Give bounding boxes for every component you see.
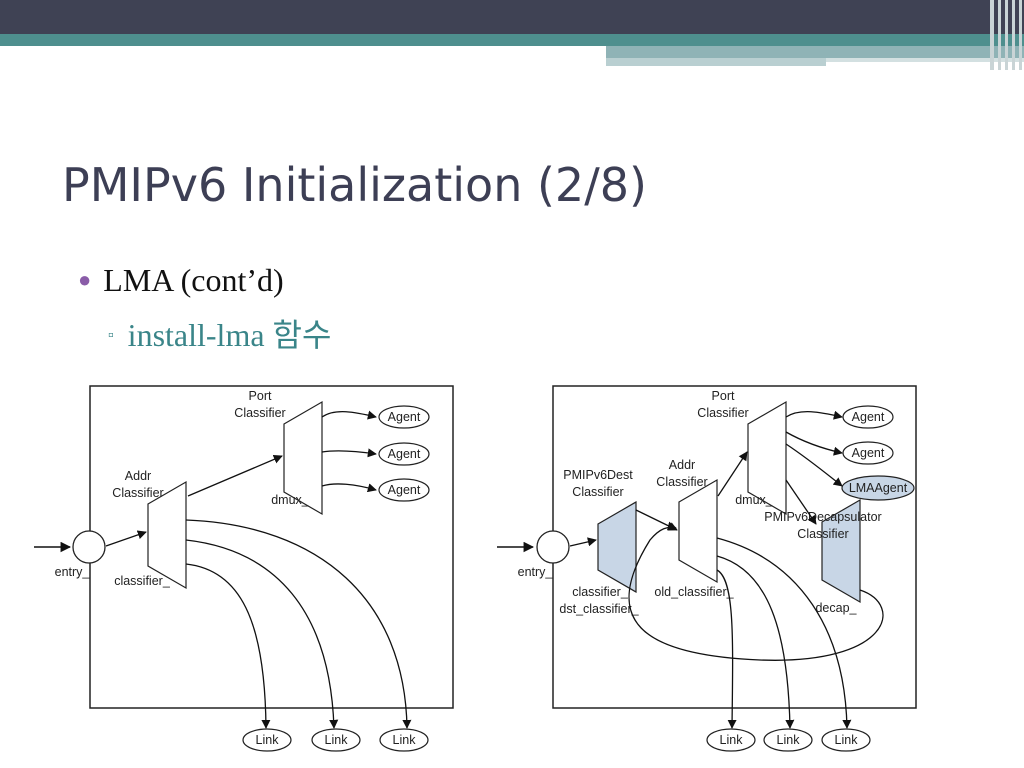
left-agent-3: [378, 478, 430, 502]
left-classifier-label: classifier_: [114, 574, 171, 588]
bullet-item: ● LMA (cont’d): [78, 262, 284, 299]
left-link-2-label: Link: [325, 733, 349, 747]
left-addr-classifier: [147, 480, 187, 590]
left-agent-2-label: Agent: [388, 447, 421, 461]
right-dest-classifier: [597, 500, 637, 594]
right-decap-output-label: decap_: [815, 601, 857, 615]
right-old-classifier-label: old_classifier_: [654, 585, 734, 599]
right-agent-2: [842, 441, 894, 465]
slide-title: PMIPv6 Initialization (2/8): [62, 158, 647, 212]
right-diagram: Port Classifier dmux_ Addr Classifier ol…: [497, 385, 917, 752]
left-agent-2: [378, 442, 430, 466]
right-lmaagent-label: LMAAgent: [849, 481, 908, 495]
square-bullet-icon: ▫: [108, 327, 114, 344]
right-addr-label-1: Addr: [669, 458, 695, 472]
lma-node-diagrams: Port Classifier dmux_ Addr Classifier cl…: [34, 385, 917, 752]
right-addr-label-2: Classifier: [656, 475, 707, 489]
bullet-dot-icon: ●: [78, 267, 92, 292]
left-dmux-label: dmux_: [271, 493, 310, 507]
right-decap-label-1: PMIPv6Decapsulator: [764, 510, 881, 524]
left-link-1-label: Link: [256, 733, 280, 747]
right-dst-classifier-label: dst_classifier_: [559, 602, 639, 616]
left-node-frame: [89, 385, 454, 709]
right-port-classifier: [747, 400, 787, 516]
left-link-2: [311, 728, 361, 752]
right-port-label-1: Port: [712, 389, 735, 403]
sub-bullet-item: ▫ install-lma 함수: [108, 310, 331, 356]
right-agent-2-label: Agent: [852, 446, 885, 460]
left-addr-label-1: Addr: [125, 469, 151, 483]
right-addr-classifier: [678, 478, 718, 584]
right-link-3: [821, 728, 871, 752]
header-decoration: [0, 0, 1024, 70]
left-link-1: [242, 728, 292, 752]
bullet-text: LMA (cont’d): [103, 262, 284, 298]
right-port-label-2: Classifier: [697, 406, 748, 420]
right-agent-1-label: Agent: [852, 410, 885, 424]
right-link-1: [706, 728, 756, 752]
right-entry-node: [536, 530, 570, 564]
left-port-label-2: Classifier: [234, 406, 285, 420]
right-decap-label-2: Classifier: [797, 527, 848, 541]
right-decap-classifier: [821, 498, 861, 604]
left-link-3: [379, 728, 429, 752]
right-dmux-label: dmux_: [735, 493, 774, 507]
right-link-3-label: Link: [835, 733, 859, 747]
left-link-3-label: Link: [393, 733, 417, 747]
right-link-2: [763, 728, 813, 752]
left-port-classifier: [283, 400, 323, 516]
left-diagram: Port Classifier dmux_ Addr Classifier cl…: [34, 385, 454, 752]
right-entry-label: entry_: [518, 565, 554, 579]
left-port-label-1: Port: [249, 389, 272, 403]
right-lmaagent: [841, 475, 915, 501]
left-agent-3-label: Agent: [388, 483, 421, 497]
left-agent-1: [378, 405, 430, 429]
right-dest-label-1: PMIPv6Dest: [563, 468, 633, 482]
right-agent-1: [842, 405, 894, 429]
right-link-2-label: Link: [777, 733, 801, 747]
sub-bullet-text: install-lma 함수: [127, 317, 332, 353]
left-entry-node: [72, 530, 106, 564]
right-link-1-label: Link: [720, 733, 744, 747]
right-classifier-label: classifier_: [572, 585, 629, 599]
left-agent-1-label: Agent: [388, 410, 421, 424]
right-dest-label-2: Classifier: [572, 485, 623, 499]
left-addr-label-2: Classifier: [112, 486, 163, 500]
left-entry-label: entry_: [55, 565, 91, 579]
